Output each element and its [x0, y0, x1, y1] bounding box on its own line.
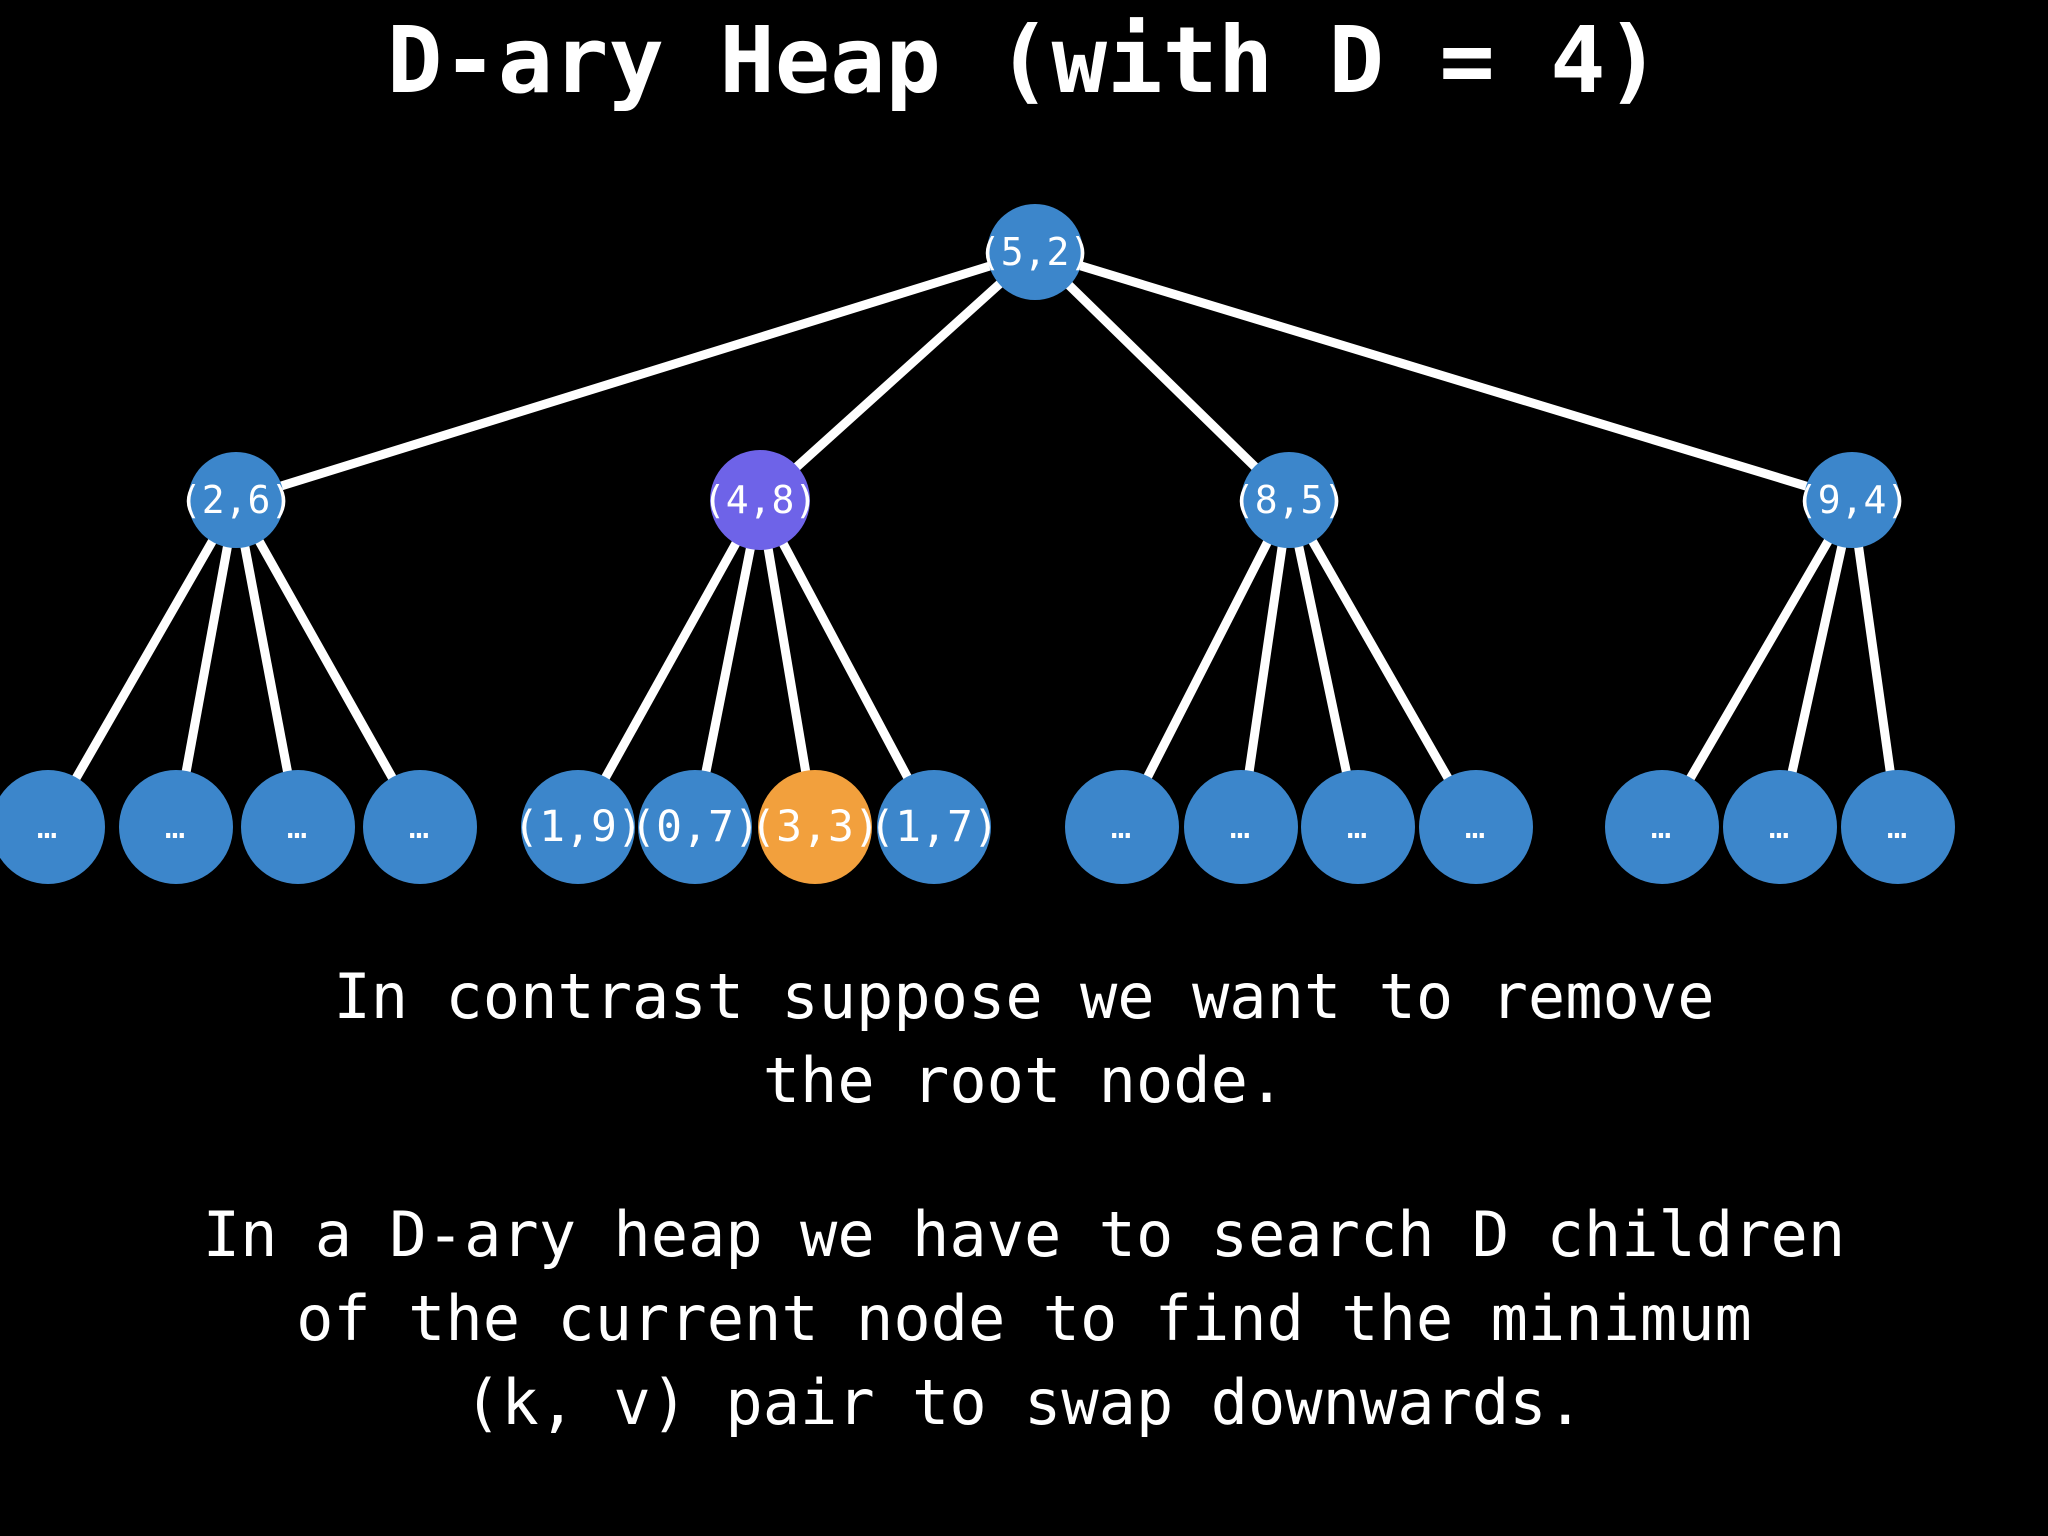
tree-edge — [1853, 544, 1895, 774]
tree-edge — [1307, 537, 1453, 782]
tree-node-g3l4[interactable]: … — [1419, 770, 1533, 884]
tree-node-g2l1[interactable]: (1,9) — [513, 770, 643, 884]
tree-edge — [1143, 538, 1273, 781]
tree-node-g4l1[interactable]: … — [1605, 770, 1719, 884]
page-title: D-ary Heap (with D = 4) — [387, 7, 1661, 114]
tree-node-g1l4[interactable]: … — [363, 770, 477, 884]
tree-node-label: (2,6) — [178, 478, 294, 522]
tree-node-label: (9,4) — [1794, 478, 1910, 522]
tree-edge — [1787, 543, 1847, 775]
tree-edge — [1685, 537, 1833, 782]
tree-node-label: … — [286, 807, 310, 847]
tree-node-label: … — [164, 807, 188, 847]
tree-node-g2l2[interactable]: (0,7) — [630, 770, 760, 884]
tree-edge — [1064, 280, 1260, 472]
tree-node-label: … — [36, 807, 60, 847]
tree-edge — [240, 544, 293, 774]
tree-node-label: (5,2) — [977, 230, 1093, 274]
tree-node-g1l3[interactable]: … — [241, 770, 355, 884]
tree-node-c4[interactable]: (9,4) — [1795, 452, 1909, 548]
tree-node-root[interactable]: (5,2) — [978, 204, 1092, 300]
heap-tree-diagram: (5,2)(2,6)(4,8)(8,5)(9,4)…………(1,9)(0,7)(… — [0, 204, 1955, 884]
tree-node-label: (4,8) — [702, 478, 818, 522]
tree-node-c1[interactable]: (2,6) — [179, 452, 293, 548]
tree-node-g3l2[interactable]: … — [1184, 770, 1298, 884]
tree-node-g3l3[interactable]: … — [1301, 770, 1415, 884]
tree-node-label: … — [1229, 807, 1253, 847]
tree-edge — [71, 537, 217, 782]
tree-edge — [254, 537, 397, 782]
tree-edge — [1077, 261, 1810, 491]
tree-edge — [600, 539, 741, 782]
tree-node-g4l2[interactable]: … — [1723, 770, 1837, 884]
tree-edges-layer — [71, 261, 1895, 782]
tree-node-label: (0,7) — [630, 802, 760, 852]
tree-node-g1l2[interactable]: … — [119, 770, 233, 884]
caption-secondary: In a D-ary heap we have to search D chil… — [202, 1198, 1846, 1439]
tree-node-g3l1[interactable]: … — [1065, 770, 1179, 884]
tree-edge — [278, 261, 993, 491]
tree-node-label: … — [1346, 807, 1370, 847]
tree-node-g2l4[interactable]: (1,7) — [869, 770, 999, 884]
tree-node-label: (1,9) — [513, 802, 643, 852]
tree-node-label: (3,3) — [750, 802, 880, 852]
tree-node-g4l3[interactable]: … — [1841, 770, 1955, 884]
tree-edge — [778, 540, 913, 781]
tree-node-label: … — [1768, 807, 1792, 847]
tree-node-label: … — [1110, 807, 1134, 847]
tree-node-c2[interactable]: (4,8) — [703, 450, 817, 550]
tree-edge — [701, 546, 756, 774]
tree-node-label: (1,7) — [869, 802, 999, 852]
tree-node-label: … — [1464, 807, 1488, 847]
tree-edge — [1294, 544, 1352, 775]
tree-node-c3[interactable]: (8,5) — [1232, 452, 1346, 548]
tree-edge — [181, 544, 233, 774]
tree-node-label: (8,5) — [1231, 478, 1347, 522]
tree-edge — [763, 546, 811, 774]
tree-edge — [1244, 544, 1287, 774]
tree-node-g2l3[interactable]: (3,3) — [750, 770, 880, 884]
tree-node-label: … — [408, 807, 432, 847]
tree-node-label: … — [1886, 807, 1910, 847]
caption-primary: In contrast suppose we want to remove th… — [333, 960, 1715, 1117]
tree-edge — [792, 279, 1004, 472]
tree-node-label: … — [1650, 807, 1674, 847]
tree-node-g1l1[interactable]: … — [0, 770, 105, 884]
